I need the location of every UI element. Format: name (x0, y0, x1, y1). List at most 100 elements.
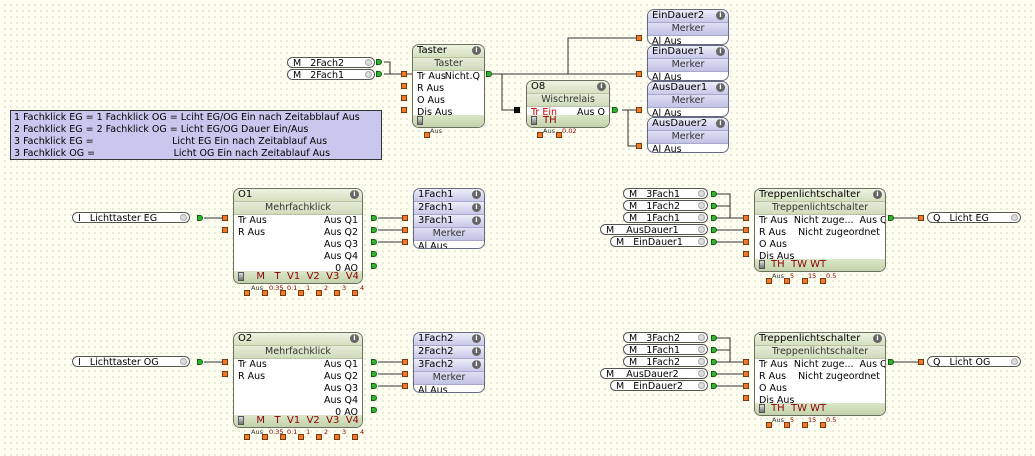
param-pin[interactable] (334, 434, 340, 440)
input-pin[interactable] (402, 359, 408, 365)
input-pin[interactable] (743, 395, 749, 401)
output-pin[interactable] (711, 359, 717, 365)
info-icon[interactable]: i (597, 82, 606, 91)
param-pin[interactable] (298, 290, 304, 296)
param-pin[interactable] (352, 290, 358, 296)
input-pin[interactable] (402, 227, 408, 233)
param-pin[interactable] (244, 290, 250, 296)
input-pin[interactable] (402, 239, 408, 245)
output-pin[interactable] (376, 59, 382, 65)
param-pin[interactable] (280, 290, 286, 296)
output-pin[interactable] (888, 215, 894, 221)
input-pin[interactable] (401, 95, 407, 101)
output-pin[interactable] (711, 383, 717, 389)
param-pin[interactable] (784, 278, 790, 284)
input-pin[interactable] (743, 215, 749, 221)
output-pin[interactable] (711, 203, 717, 209)
output-pin[interactable] (371, 383, 377, 389)
param-pin[interactable] (766, 422, 772, 428)
info-icon[interactable]: i (472, 347, 481, 356)
output-pin[interactable] (197, 215, 203, 221)
input-pin[interactable] (222, 215, 228, 221)
output-pin[interactable] (371, 227, 377, 233)
output-pin[interactable] (371, 359, 377, 365)
input-pin[interactable] (402, 383, 408, 389)
output-pin[interactable] (197, 359, 203, 365)
info-icon[interactable]: i (716, 47, 725, 56)
output-pin[interactable] (711, 347, 717, 353)
marker-pill[interactable]: M AusDauer2 (600, 368, 708, 380)
input-pin[interactable] (636, 143, 642, 149)
param-pin[interactable] (820, 422, 826, 428)
info-icon[interactable]: i (716, 11, 725, 20)
info-icon[interactable]: i (472, 203, 481, 212)
param-pin[interactable] (316, 434, 322, 440)
input-pin[interactable] (222, 371, 228, 377)
param-pin[interactable] (784, 422, 790, 428)
marker-pill[interactable]: M 3Fach2 (623, 332, 708, 344)
param-pin[interactable] (262, 290, 268, 296)
input-pin[interactable] (401, 107, 407, 113)
output-pin[interactable] (376, 71, 382, 77)
input-pin[interactable] (743, 239, 749, 245)
input-pin[interactable] (636, 35, 642, 41)
input-pin[interactable] (222, 359, 228, 365)
info-icon[interactable]: i (716, 83, 725, 92)
marker-pill[interactable]: M 3Fach1 (623, 188, 708, 200)
param-pin[interactable] (316, 290, 322, 296)
marker-pill[interactable]: M 1Fach1 (623, 212, 708, 224)
input-pin[interactable] (401, 71, 407, 77)
param-pin[interactable] (334, 290, 340, 296)
info-icon[interactable]: i (472, 46, 481, 55)
input-pill-lichttaster-og[interactable]: I Lichttaster OG (72, 356, 190, 368)
marker-pill[interactable]: M 1Fach2 (623, 200, 708, 212)
output-pin[interactable] (711, 227, 717, 233)
marker-pill-2fach1[interactable]: M 2Fach1 (287, 69, 375, 81)
info-icon[interactable]: i (716, 119, 725, 128)
output-pin[interactable] (371, 395, 377, 401)
output-pin[interactable] (711, 239, 717, 245)
input-pin[interactable] (918, 215, 924, 221)
info-icon[interactable]: i (873, 190, 882, 199)
input-pin[interactable] (402, 215, 408, 221)
input-pin[interactable] (636, 107, 642, 113)
marker-pill[interactable]: M EinDauer2 (610, 380, 708, 392)
input-pin[interactable] (918, 359, 924, 365)
output-pin[interactable] (888, 359, 894, 365)
output-pin[interactable] (711, 371, 717, 377)
param-pin[interactable] (802, 278, 808, 284)
param-pin[interactable] (556, 132, 562, 138)
input-pin[interactable] (743, 251, 749, 257)
output-pin[interactable] (371, 371, 377, 377)
input-pin[interactable] (222, 227, 228, 233)
output-pin[interactable] (371, 263, 377, 269)
info-icon[interactable]: i (472, 334, 481, 343)
marker-pill[interactable]: M AusDauer1 (600, 224, 708, 236)
input-pin[interactable] (743, 371, 749, 377)
output-pin[interactable] (711, 335, 717, 341)
output-pin[interactable] (371, 215, 377, 221)
marker-pill[interactable]: M 1Fach1 (623, 344, 708, 356)
input-pin[interactable] (743, 359, 749, 365)
input-pin[interactable] (636, 71, 642, 77)
output-pin[interactable] (486, 71, 492, 77)
param-pin[interactable] (766, 278, 772, 284)
input-pin[interactable] (743, 227, 749, 233)
marker-pill[interactable]: M EinDauer1 (610, 236, 708, 248)
param-pin[interactable] (352, 434, 358, 440)
info-icon[interactable]: i (350, 190, 359, 199)
marker-pill[interactable]: M 1Fach2 (623, 356, 708, 368)
output-pin[interactable] (711, 215, 717, 221)
param-pin[interactable] (280, 434, 286, 440)
output-pin[interactable] (612, 107, 618, 113)
info-icon[interactable]: i (472, 216, 481, 225)
